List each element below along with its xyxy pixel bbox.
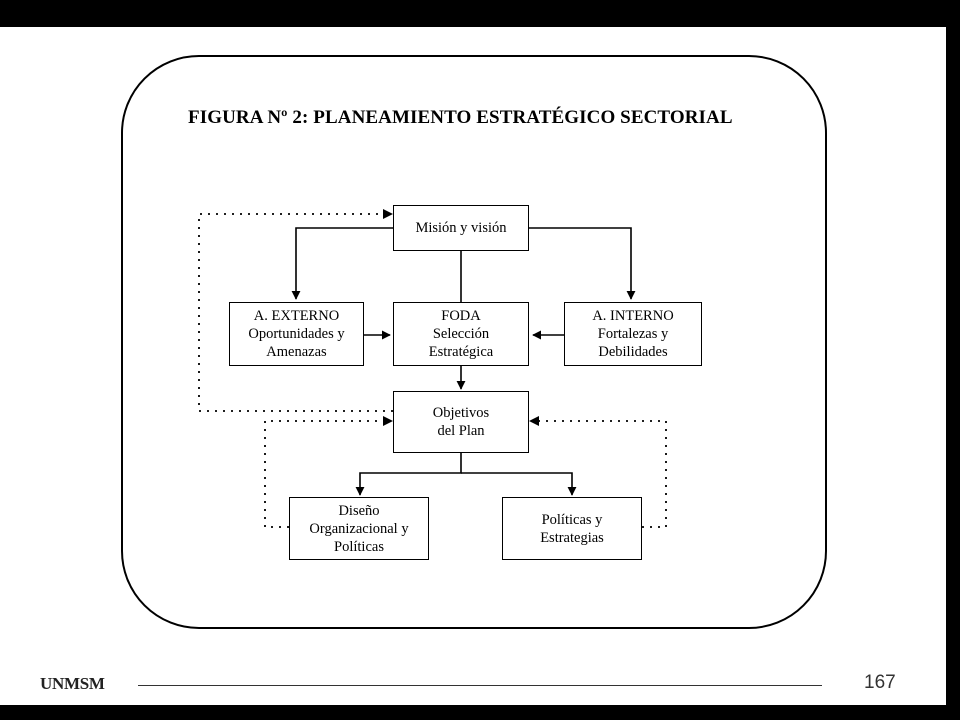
node-line: Misión y visión: [415, 220, 507, 236]
node-line: Políticas y: [541, 511, 603, 528]
rounded-frame: [121, 55, 827, 629]
node-line: A. EXTERNO: [253, 308, 340, 324]
edge-objetivos-politicas: [461, 472, 577, 496]
node-line: Organizacional y: [309, 520, 409, 537]
node-line: Debilidades: [598, 344, 668, 360]
feedback-objetivos-mision: [198, 213, 393, 412]
node-line: Estrategias: [540, 529, 604, 546]
node-foda: FODA Selección Estratégica: [393, 302, 529, 366]
diagram-connectors: [198, 209, 667, 528]
edge-objetivos-diseno: [355, 453, 462, 496]
node-politicas-estrategias: Políticas y Estrategias: [502, 497, 642, 560]
feedback-arrow-mision: [383, 209, 393, 219]
node-diseno-organizacional: Diseño Organizacional y Políticas: [289, 497, 429, 560]
node-line: Objetivos: [432, 405, 490, 421]
node-mision-vision: Misión y visión: [393, 205, 529, 251]
edge-mision-externo: [291, 227, 393, 300]
node-line: del Plan: [437, 423, 485, 439]
edge-mision-interno: [529, 227, 636, 300]
footer-divider: [138, 685, 822, 686]
node-objetivos: Objetivos del Plan: [393, 391, 529, 453]
node-line: Estratégica: [428, 344, 494, 360]
node-line: FODA: [441, 308, 481, 324]
node-line: Fortalezas y: [597, 326, 669, 342]
feedback-arrow-objetivos-left: [383, 416, 393, 426]
slide: FIGURA Nº 2: PLANEAMIENTO ESTRATÉGICO SE…: [0, 27, 946, 705]
node-line: Selección: [432, 326, 490, 342]
node-line: Políticas: [334, 538, 384, 555]
node-line: A. INTERNO: [592, 308, 674, 324]
feedback-arrow-objetivos-right: [529, 416, 539, 426]
node-line: Oportunidades y: [248, 326, 345, 342]
figure-title: FIGURA Nº 2: PLANEAMIENTO ESTRATÉGICO SE…: [188, 107, 733, 128]
feedback-politicas-objetivos: [538, 420, 667, 528]
node-analisis-interno: A. INTERNO Fortalezas y Debilidades: [564, 302, 702, 366]
node-analisis-externo: A. EXTERNO Oportunidades y Amenazas: [229, 302, 364, 366]
node-line: Diseño: [338, 502, 380, 519]
node-line: Amenazas: [266, 344, 327, 360]
page-number: 167: [864, 672, 896, 693]
footer-institution: UNMSM: [40, 674, 105, 693]
